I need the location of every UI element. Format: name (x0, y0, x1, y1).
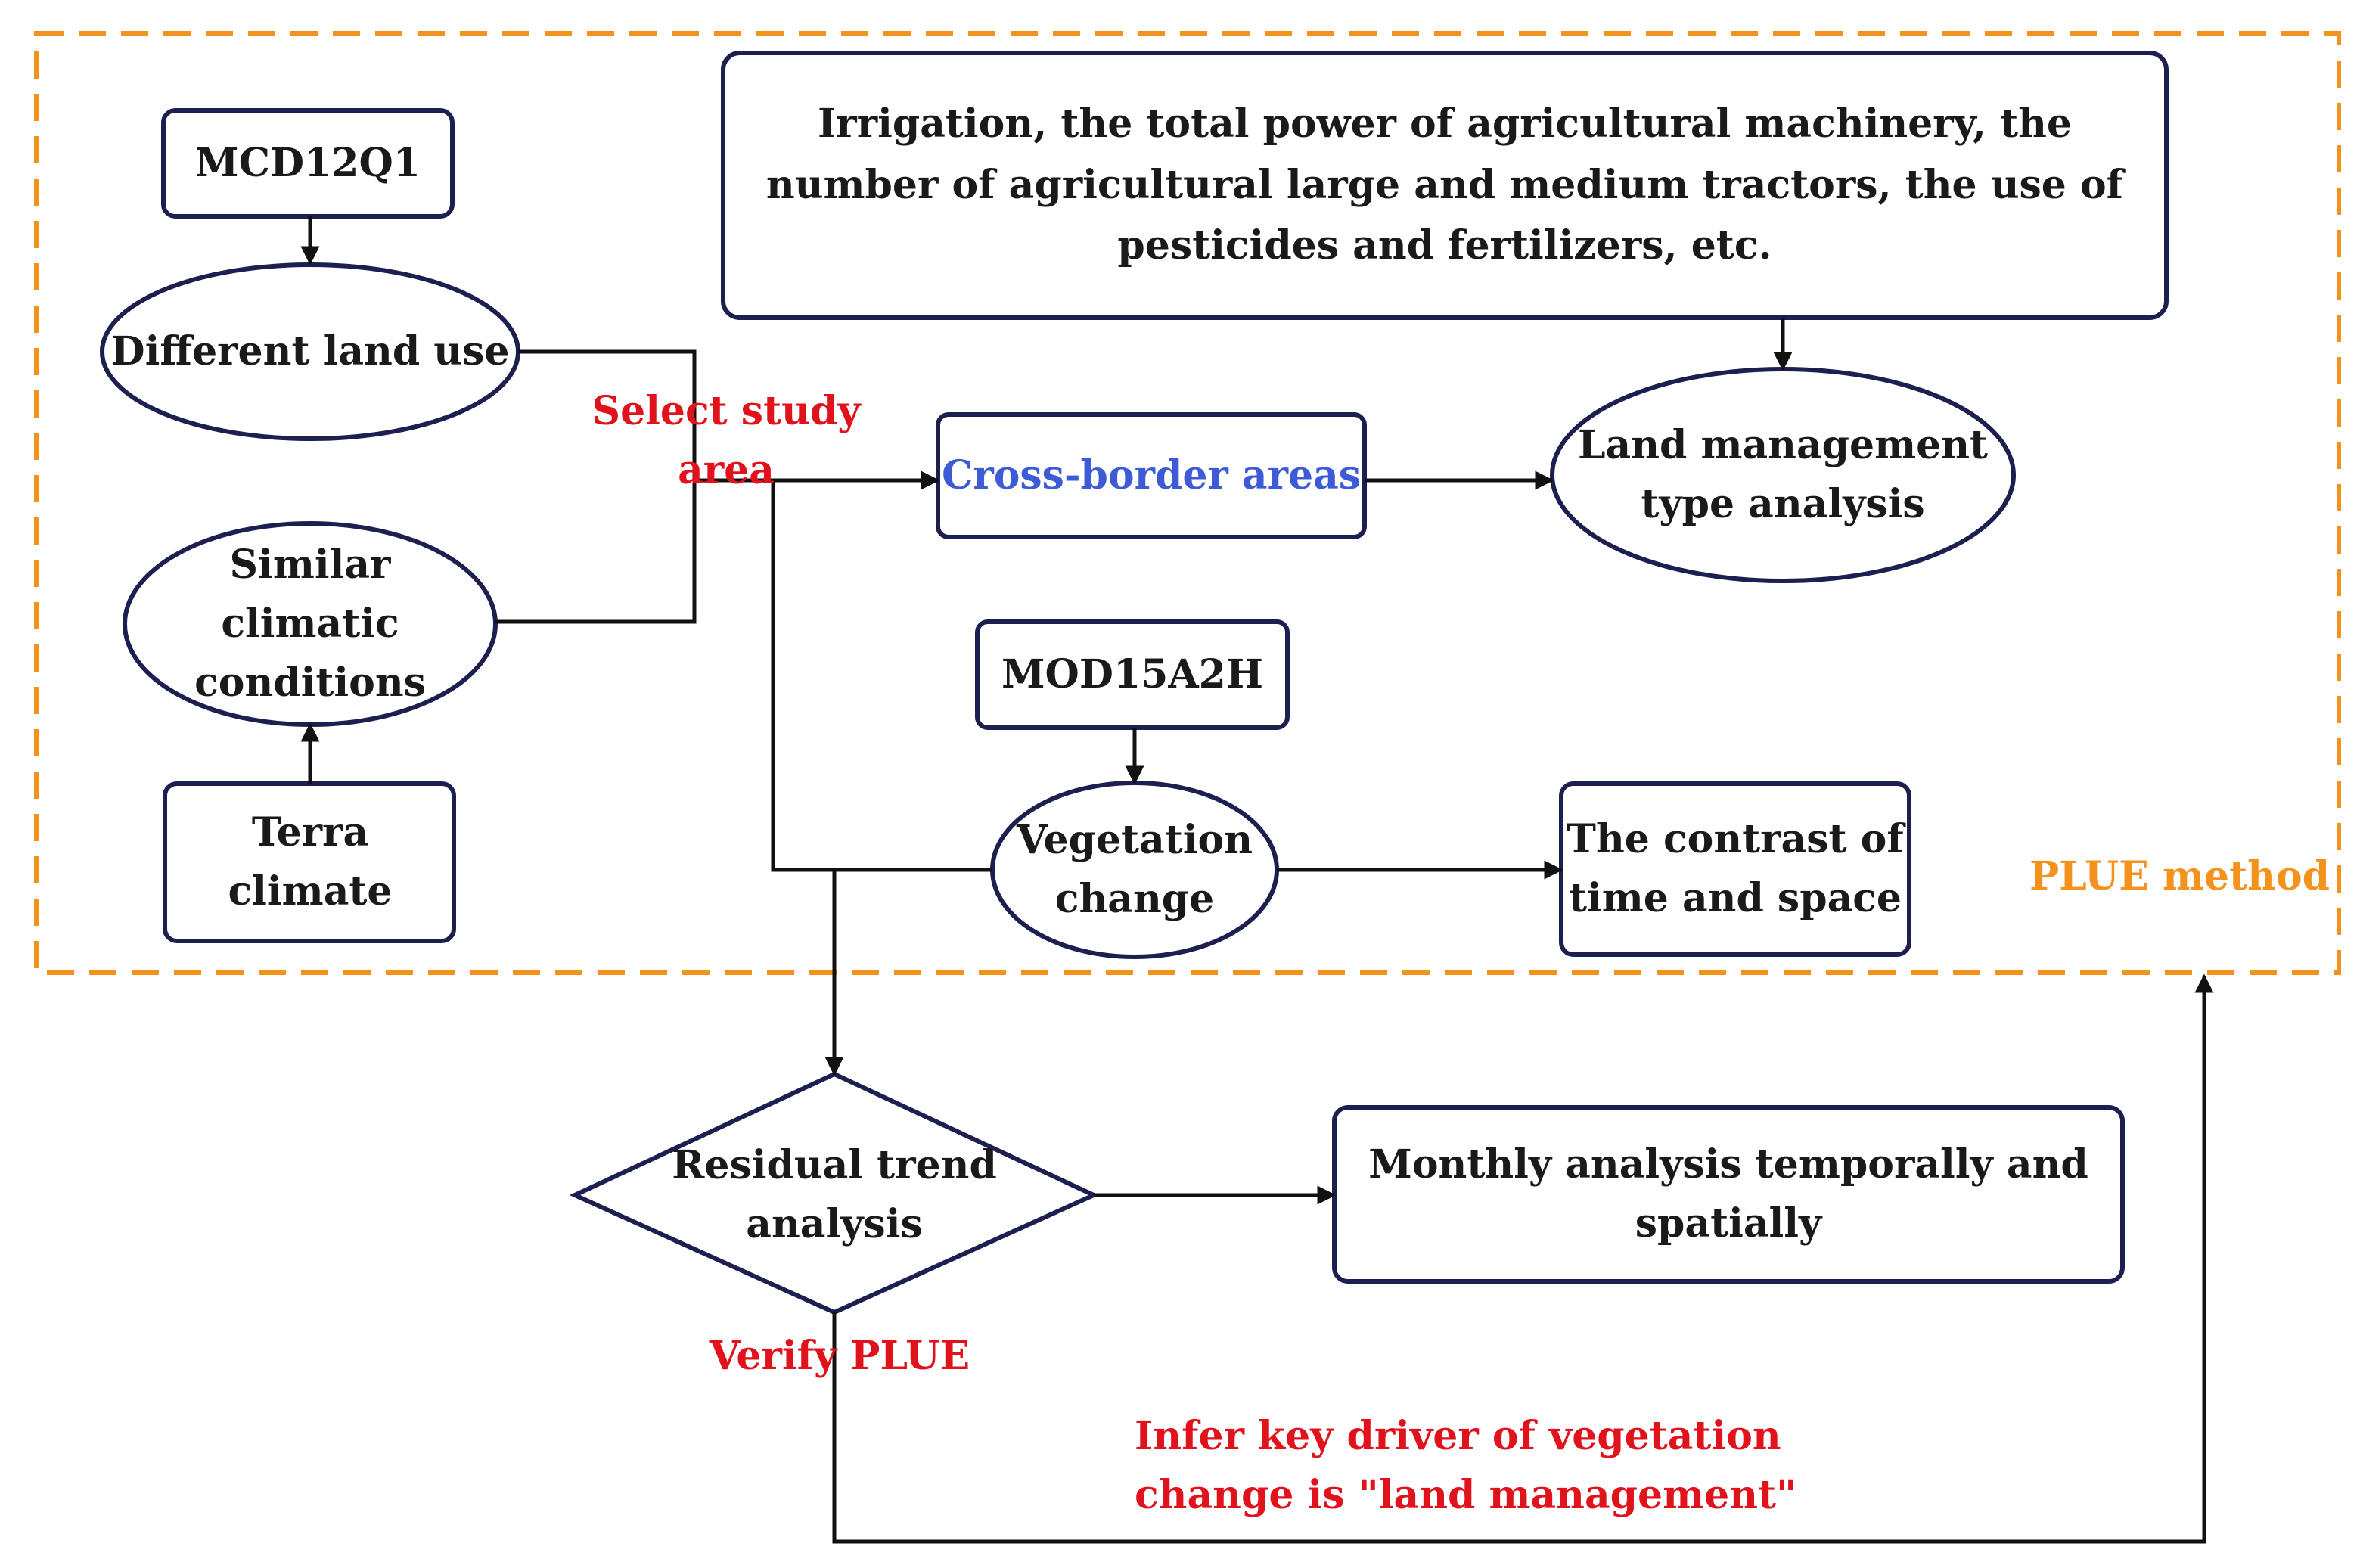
land-management-label: Land management type analysis (1577, 422, 1989, 527)
plue-method-label: PLUE method (2029, 853, 2330, 899)
factors-box (721, 51, 2169, 320)
line-climatic-to-merge (495, 480, 697, 624)
vegetation-change-label: Vegetation change (1016, 817, 1253, 922)
plue-method-frame (34, 31, 2341, 975)
mod15a2h-box (975, 619, 1290, 730)
terra-climate-label: Terra climate (228, 809, 393, 914)
arrow-verify-to-plue (832, 973, 2214, 1544)
line-select-to-vegetation (771, 480, 992, 872)
similar-climatic-label: Similar climatic conditions (194, 542, 426, 706)
contrast-label: The contrast of time and space (1567, 816, 1904, 921)
verify-plue-label: Verify PLUE (709, 1333, 970, 1379)
mod15a2h-label: MOD15A2H (1001, 651, 1263, 697)
monthly-analysis-label: Monthly analysis temporally and spatiall… (1368, 1141, 2088, 1247)
mcd12q1-label: MCD12Q1 (195, 140, 421, 186)
select-study-area-label: Select study area (592, 388, 861, 493)
line-land-use-to-merge (518, 349, 697, 480)
connectors (300, 216, 2214, 1544)
mcd12q1-box (161, 108, 455, 219)
infer-driver-label: Infer key driver of vegetation change is… (1135, 1413, 1797, 1518)
cross-border-label: Cross-border areas (941, 452, 1362, 498)
factors-label: Irrigation, the total power of agricultu… (765, 101, 2124, 269)
residual-trend-label: Residual trend analysis (672, 1142, 997, 1247)
different-land-use-label: Different land use (110, 328, 510, 374)
